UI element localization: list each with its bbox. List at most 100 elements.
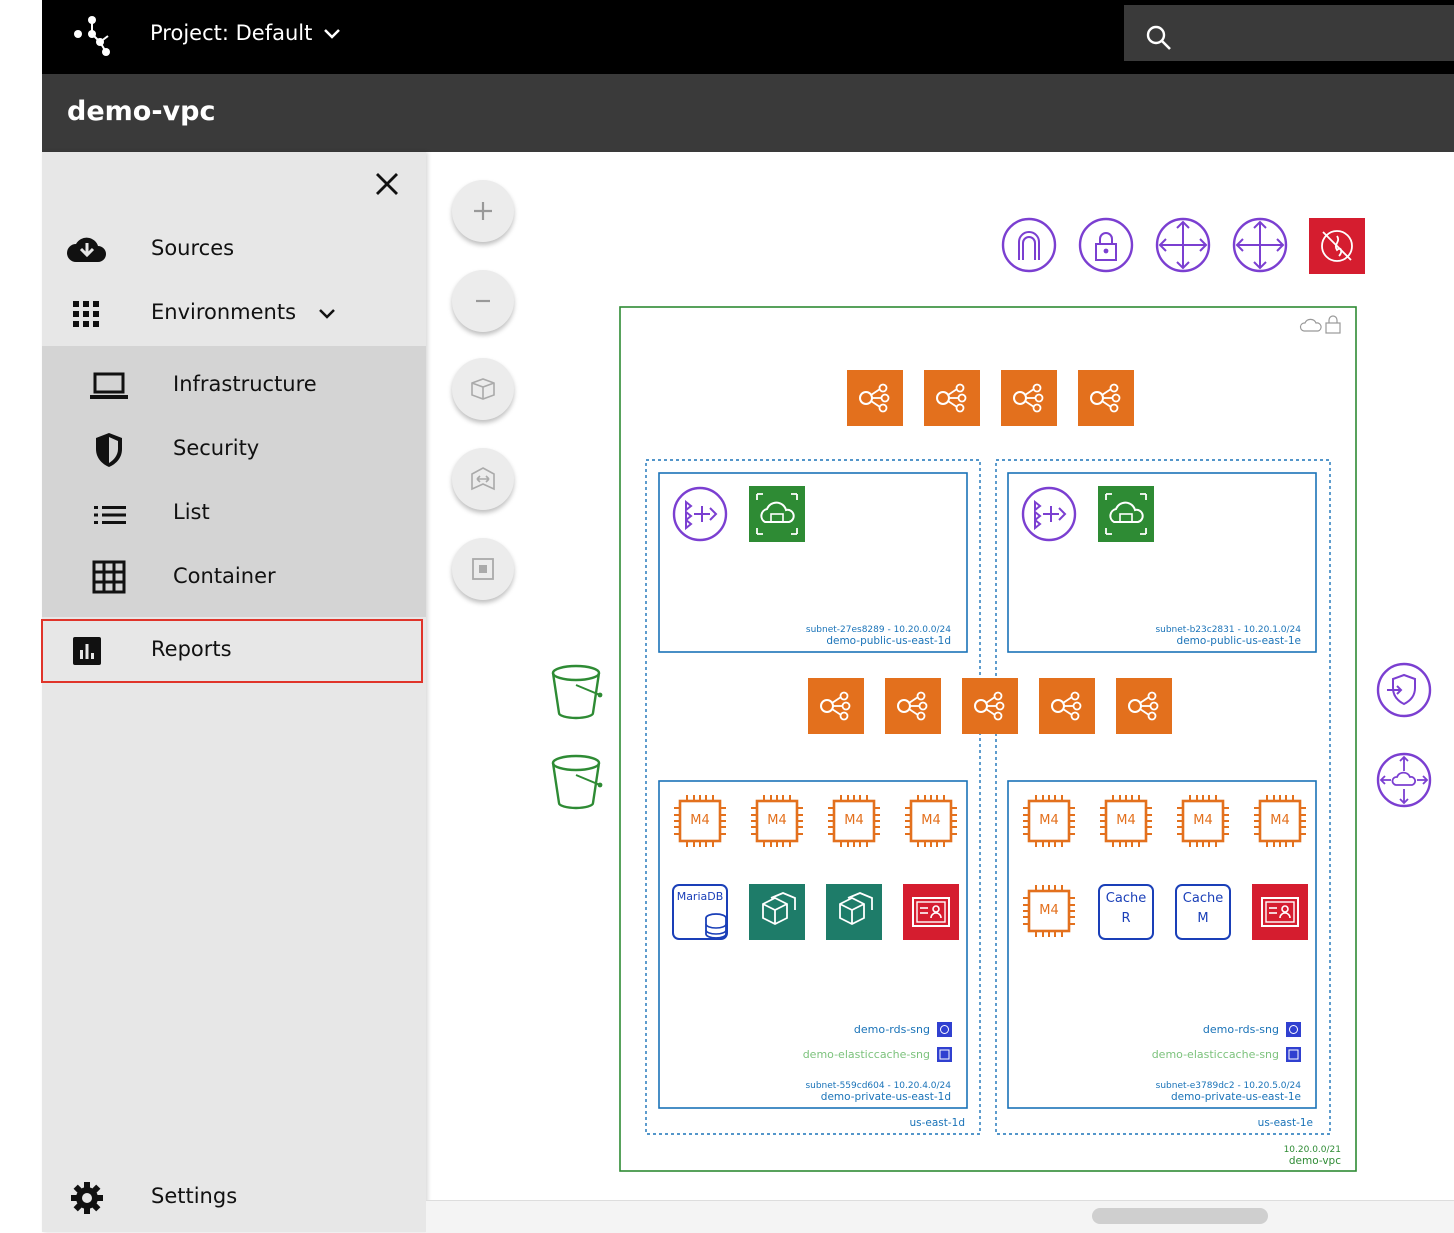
zoom-in-button[interactable]: [452, 180, 514, 242]
instance-type-label: M4: [1039, 903, 1059, 918]
sidebar-item-container[interactable]: Container: [42, 550, 426, 606]
load-balancer-icon: [962, 678, 1018, 734]
az-label: us-east-1d: [909, 1117, 965, 1129]
app-logo-icon[interactable]: [70, 14, 114, 58]
s3-bucket-icon: [551, 664, 604, 720]
elasticache-sng-label: demo-elasticcache-sng: [1151, 1048, 1279, 1061]
container-cube-icon: [826, 884, 882, 940]
search-input[interactable]: [1124, 5, 1454, 61]
gear-icon: [70, 1181, 104, 1219]
rds-sng-icon: [1286, 1022, 1301, 1037]
sidebar-item-settings[interactable]: Settings: [42, 1170, 426, 1226]
sidebar-item-list[interactable]: List: [42, 486, 426, 542]
firewall-icon: [1309, 218, 1365, 274]
load-balancer-icon: [885, 678, 941, 734]
internet-gateway-icon: [1001, 217, 1057, 273]
load-balancer-icon: [847, 370, 903, 426]
cache-role-label: R: [1121, 911, 1131, 926]
fit-view-button[interactable]: [452, 538, 514, 600]
load-balancer-icon: [1001, 370, 1057, 426]
sidebar-item-label: Environments: [151, 300, 297, 324]
nat-gateway-icon: [672, 486, 728, 542]
sidebar: [42, 152, 426, 1232]
mariadb-label: MariaDB: [676, 890, 724, 903]
subnet-name: demo-public-us-east-1e: [1176, 635, 1301, 647]
rds-sng-label: demo-rds-sng: [1202, 1023, 1279, 1036]
page-title-bar: [42, 74, 1454, 152]
subnet-meta: subnet-b23c2831 - 10.20.1.0/24: [1155, 625, 1301, 635]
sidebar-item-label: Security: [173, 436, 260, 460]
instance-type-label: M4: [844, 813, 864, 828]
subnet-meta: subnet-559cd604 - 10.20.4.0/24: [805, 1081, 951, 1091]
cache-label: Cache: [1182, 891, 1224, 906]
instance-type-label: M4: [1039, 813, 1059, 828]
chevron-down-icon[interactable]: [323, 26, 341, 45]
plus-icon: [474, 202, 492, 220]
sidebar-item-environments[interactable]: Environments: [42, 286, 426, 342]
sidebar-item-label: List: [173, 500, 210, 524]
transit-arrows-icon: [1232, 217, 1288, 273]
rds-sng-icon: [937, 1022, 952, 1037]
container-cube-icon: [749, 884, 805, 940]
instance-type-label: M4: [1116, 813, 1136, 828]
vpc-name: demo-vpc: [1288, 1155, 1341, 1167]
subnet-name: demo-private-us-east-1e: [1171, 1091, 1301, 1103]
search-icon[interactable]: [1146, 25, 1172, 55]
load-balancer-icon: [808, 678, 864, 734]
fit-icon: [472, 558, 494, 580]
endpoint-shield-icon: [1376, 662, 1432, 718]
instance-type-label: M4: [921, 813, 941, 828]
shield-icon: [94, 432, 124, 472]
bar-chart-icon: [73, 637, 101, 669]
az-label: us-east-1e: [1257, 1117, 1313, 1129]
expand-icon: [471, 467, 495, 491]
sidebar-item-security[interactable]: Security: [42, 422, 426, 478]
rds-sng-label: demo-rds-sng: [853, 1023, 930, 1036]
elasticache-icon: [1098, 884, 1154, 940]
sidebar-item-label: Infrastructure: [173, 372, 317, 396]
instance-type-label: M4: [1193, 813, 1213, 828]
cache-role-label: M: [1197, 911, 1209, 926]
sidebar-item-infrastructure[interactable]: Infrastructure: [42, 358, 426, 414]
page-title: demo-vpc: [67, 96, 216, 127]
elasticache-sng-icon: [937, 1047, 952, 1062]
expand-button[interactable]: [452, 448, 514, 510]
minus-icon: [476, 299, 490, 303]
zoom-out-button[interactable]: [452, 270, 514, 332]
instance-type-label: M4: [1270, 813, 1290, 828]
subnet-meta: subnet-e3789dc2 - 10.20.5.0/24: [1155, 1081, 1301, 1091]
subnet-name: demo-public-us-east-1d: [826, 635, 951, 647]
nat-gateway-icon: [1021, 486, 1077, 542]
list-icon: [94, 504, 126, 530]
s3-bucket-icon: [551, 754, 604, 810]
load-balancer-icon: [924, 370, 980, 426]
laptop-icon: [90, 372, 128, 404]
sidebar-item-label: Settings: [151, 1184, 238, 1208]
horizontal-scrollbar[interactable]: [426, 1200, 1454, 1233]
chevron-down-icon: [318, 306, 336, 325]
table-grid-icon: [92, 560, 126, 598]
sidebar-item-label: Sources: [151, 236, 235, 260]
instance-type-label: M4: [690, 813, 710, 828]
load-balancer-icon: [1078, 370, 1134, 426]
sidebar-item-label: Reports: [151, 637, 232, 661]
elasticache-sng-label: demo-elasticcache-sng: [802, 1048, 930, 1061]
directory-service-icon: [903, 884, 959, 940]
vpn-gateway-icon: [1078, 217, 1134, 273]
box-view-button[interactable]: [452, 358, 514, 420]
cache-label: Cache: [1105, 891, 1147, 906]
instance-type-label: M4: [767, 813, 787, 828]
cloud-router-icon: [1376, 752, 1432, 808]
load-balancer-icon: [1116, 678, 1172, 734]
load-balancer-icon: [1039, 678, 1095, 734]
sidebar-item-reports[interactable]: Reports: [41, 619, 423, 683]
peering-arrows-icon: [1155, 217, 1211, 273]
project-selector-label[interactable]: Project: Default: [150, 21, 313, 45]
sidebar-item-sources[interactable]: Sources: [42, 222, 426, 278]
elasticache-icon: [1175, 884, 1231, 940]
subnet-name: demo-private-us-east-1d: [820, 1091, 951, 1103]
close-icon[interactable]: [374, 171, 400, 201]
architecture-diagram: [551, 217, 1432, 1172]
scrollbar-thumb[interactable]: [1092, 1208, 1268, 1224]
directory-service-icon: [1252, 884, 1308, 940]
